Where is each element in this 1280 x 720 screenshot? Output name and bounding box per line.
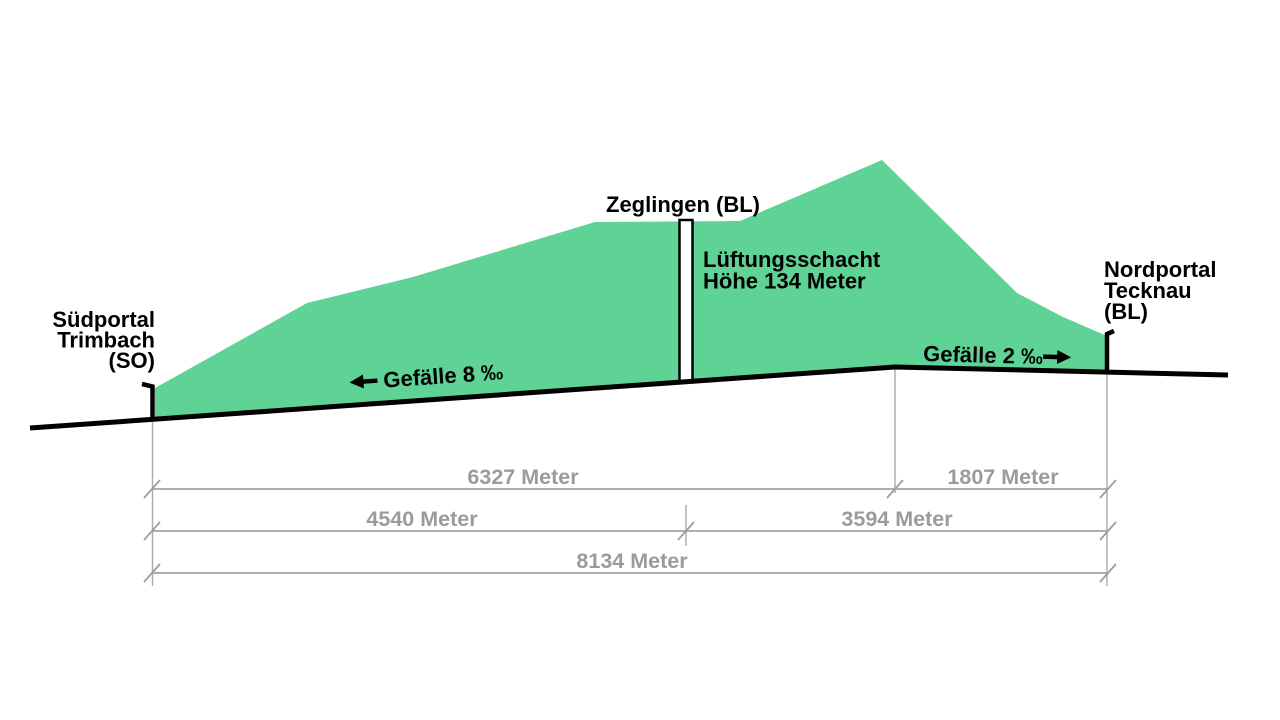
gradient-right-text: Gefälle 2 ‰ [923, 341, 1043, 369]
dimension-8134: 8134 Meter [576, 549, 688, 573]
north-portal-label-line1: Nordportal [1104, 257, 1216, 282]
gradient-right-label: Gefälle 2 ‰ [923, 341, 1072, 369]
north-portal-label: Nordportal Tecknau (BL) [1104, 257, 1216, 324]
south-portal-label-line1: Südportal [52, 307, 155, 332]
south-portal-marker [141, 381, 155, 420]
south-portal-label: Südportal Trimbach (SO) [52, 307, 155, 373]
ventilation-shaft [678, 218, 694, 384]
tunnel-line [29, 364, 1229, 431]
north-portal-label-line3: (BL) [1104, 299, 1148, 324]
ventilation-shaft-label: Lüftungsschacht Höhe 134 Meter [703, 247, 881, 294]
dimension-1807: 1807 Meter [947, 465, 1059, 489]
dimension-3594: 3594 Meter [841, 507, 953, 531]
north-portal-label-line2: Tecknau [1104, 278, 1192, 303]
south-portal-label-line2: Trimbach [57, 328, 155, 353]
left-arrow-icon [349, 374, 378, 389]
south-portal-label-line3: (SO) [109, 348, 155, 373]
dimension-6327: 6327 Meter [467, 465, 579, 489]
shaft-town-label: Zeglingen (BL) [606, 192, 760, 217]
right-arrow-icon [1043, 350, 1072, 365]
north-portal-marker [1104, 328, 1115, 371]
shaft-label-line2: Höhe 134 Meter [703, 269, 866, 294]
dimension-labels: 6327 Meter 1807 Meter 4540 Meter 3594 Me… [366, 465, 1059, 573]
shaft-label-line1: Lüftungsschacht [703, 247, 881, 272]
dimension-4540: 4540 Meter [366, 507, 478, 531]
mountain-profile-shape [155, 160, 1107, 420]
dimension-ticks [143, 479, 1117, 583]
